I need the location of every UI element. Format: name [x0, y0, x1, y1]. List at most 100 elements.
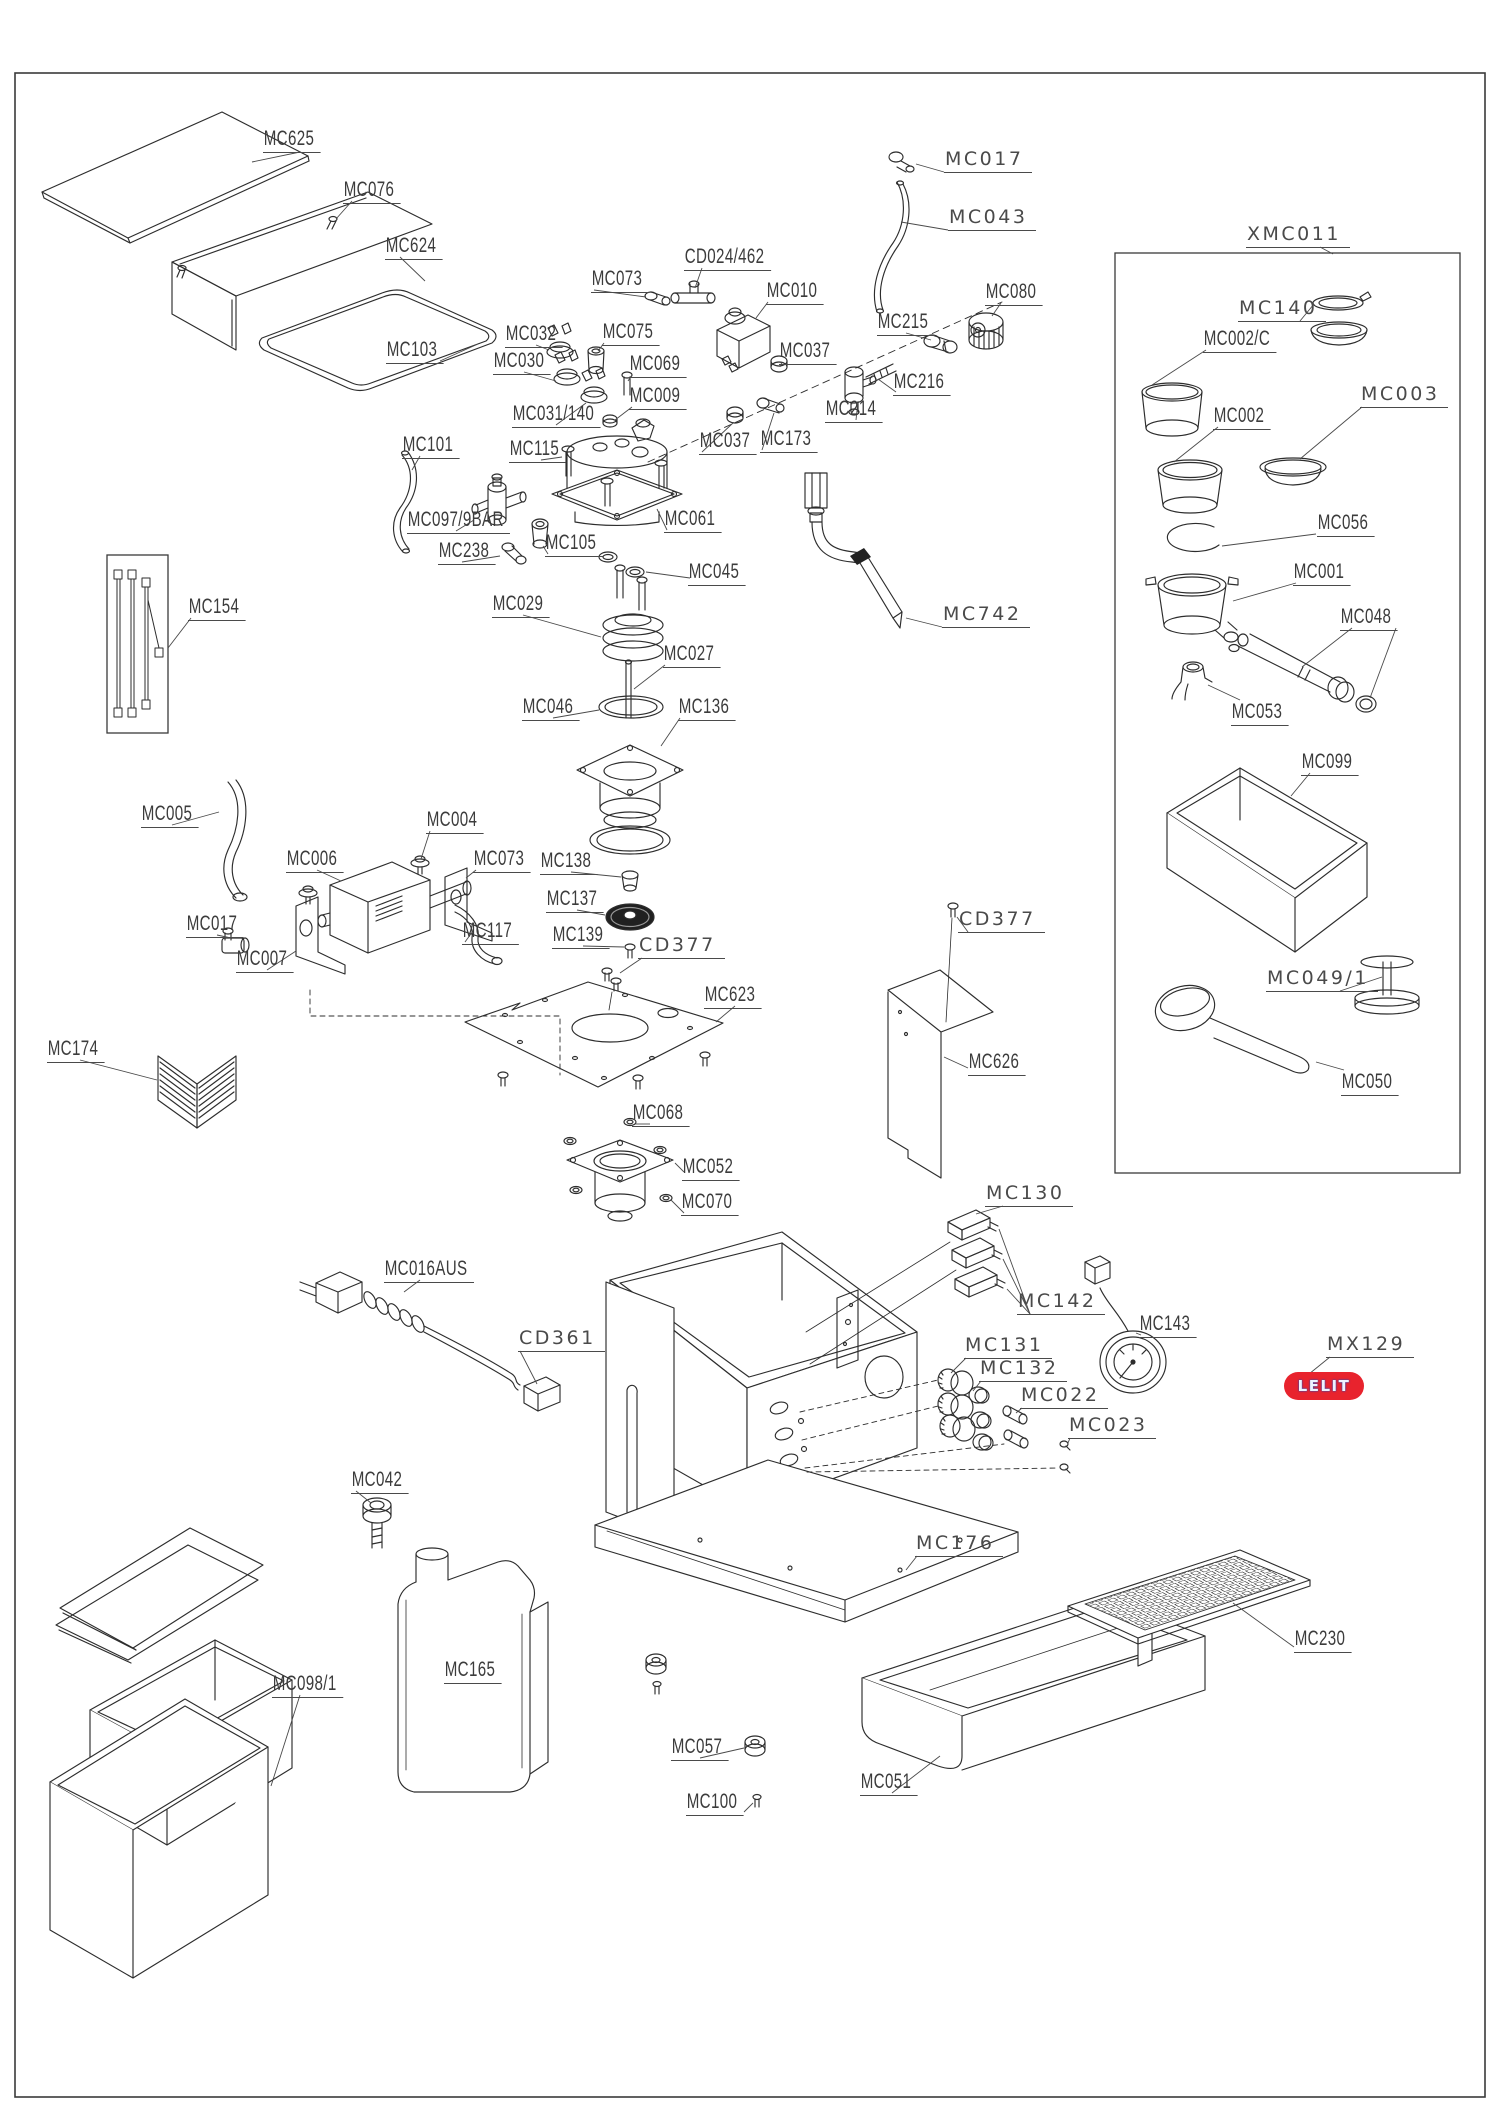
part-label-mc139: MC139	[552, 923, 610, 950]
machine-body-drawing	[605, 1231, 957, 1539]
part-label-mc052: MC052	[682, 1155, 740, 1182]
part-label-mc165: MC165	[444, 1658, 502, 1685]
part-label-mc069: MC069	[629, 352, 687, 379]
part-label-cd377-2: CD377	[958, 909, 1045, 933]
part-label-mc006: MC006	[286, 847, 344, 874]
part-label-mc623: MC623	[704, 983, 762, 1010]
part-label-mc098-1: MC098/1	[272, 1672, 344, 1699]
part-label-mc142: MC142	[1017, 1291, 1106, 1315]
part-label-mc173: MC173	[760, 427, 818, 454]
sheet-border	[14, 72, 1486, 2098]
part-label-mc216: MC216	[893, 370, 951, 397]
part-label-cd024-462: CD024/462	[684, 245, 771, 272]
packaging-drawing	[49, 1527, 293, 1979]
controls-drawing	[799, 1209, 1167, 1474]
part-label-mc103: MC103	[386, 338, 444, 365]
part-label-mc070: MC070	[681, 1190, 739, 1217]
part-label-mc046: MC046	[522, 695, 580, 722]
safety-valve-drawing	[471, 473, 549, 565]
drain-tube-drawing	[873, 151, 915, 314]
part-label-mc154: MC154	[188, 595, 246, 622]
part-label-mc742: MC742	[942, 604, 1031, 628]
part-label-mc049-1: MC049/1	[1266, 968, 1378, 992]
part-label-mc143: MC143	[1139, 1312, 1197, 1339]
part-label-mc097-9bar: MC097/9BAR	[407, 508, 511, 535]
part-label-mc005: MC005	[141, 802, 199, 829]
part-label-mc017-2: MC017	[186, 912, 244, 939]
part-label-mc032: MC032	[505, 322, 563, 349]
part-label-mc045: MC045	[688, 560, 746, 587]
part-label-mc176: MC176	[915, 1533, 1004, 1557]
part-label-mc004: MC004	[426, 808, 484, 835]
part-label-mc042: MC042	[351, 1468, 409, 1495]
part-label-cd361: CD361	[518, 1328, 605, 1352]
part-label-mc174: MC174	[47, 1037, 105, 1064]
part-label-mc068: MC068	[632, 1101, 690, 1128]
part-label-mc076: MC076	[343, 178, 401, 205]
part-label-mc037: MC037	[779, 339, 837, 366]
part-label-mc031-140: MC031/140	[512, 402, 601, 429]
part-label-mc115: MC115	[509, 437, 566, 464]
part-label-mc010: MC010	[766, 279, 824, 306]
part-label-mc215: MC215	[877, 310, 935, 337]
side-panel-drawing	[887, 902, 994, 1179]
part-label-mc073-2: MC073	[473, 847, 531, 874]
part-label-mc075: MC075	[602, 320, 660, 347]
part-label-mc132: MC132	[979, 1358, 1068, 1382]
part-label-mc073: MC073	[591, 267, 649, 294]
power-cord-drawing	[299, 1271, 561, 1412]
part-label-mc100: MC100	[686, 1790, 744, 1817]
base-frame-drawing	[594, 1459, 1019, 1808]
part-label-mc051: MC051	[860, 1770, 918, 1797]
part-label-mc023: MC023	[1068, 1415, 1157, 1439]
part-label-mc230: MC230	[1294, 1627, 1352, 1654]
part-label-mc050: MC050	[1341, 1070, 1399, 1097]
part-label-mc626: MC626	[968, 1050, 1026, 1077]
part-label-mc238: MC238	[438, 539, 496, 566]
part-label-mc007: MC007	[236, 947, 294, 974]
part-label-mc105: MC105	[545, 531, 603, 558]
parts-linework	[41, 111, 1420, 1979]
part-label-mc002c: MC002/C	[1203, 327, 1277, 354]
part-label-mc017: MC017	[944, 149, 1033, 173]
part-label-mc101: MC101	[402, 433, 460, 460]
part-label-mc037-2: MC037	[699, 429, 757, 456]
top-covers-drawing	[41, 111, 497, 392]
part-label-cd377: CD377	[638, 935, 725, 959]
grille-drawing	[157, 1055, 237, 1129]
drip-tray-drawing	[861, 1549, 1311, 1771]
part-label-mc057: MC057	[671, 1735, 729, 1762]
part-label-mc001: MC001	[1293, 560, 1351, 587]
wiring-loom-drawing	[113, 569, 164, 718]
part-label-mc016aus: MC016AUS	[384, 1257, 474, 1284]
part-label-mx129: MX129	[1326, 1334, 1415, 1358]
part-label-mc030: MC030	[493, 349, 551, 376]
steam-wand-drawing	[804, 472, 903, 629]
water-tank-drawing	[362, 1497, 549, 1793]
shower-filter-drawing	[601, 870, 655, 1011]
group-mount-drawing	[563, 1117, 674, 1222]
part-label-mc138: MC138	[540, 849, 598, 876]
part-label-mc003: MC003	[1360, 384, 1449, 408]
lelit-logo: LELIT	[1284, 1372, 1364, 1400]
part-label-mc131: MC131	[964, 1335, 1053, 1359]
part-label-mc117: MC117	[462, 919, 519, 946]
part-label-mc099: MC099	[1301, 750, 1359, 777]
part-label-mc136: MC136	[678, 695, 736, 722]
part-label-mc027: MC027	[663, 642, 721, 669]
kit-box-xmc011	[1114, 252, 1461, 1174]
kit-contents-drawing	[1141, 291, 1420, 1074]
part-label-mc048: MC048	[1340, 605, 1398, 632]
part-label-mc140: MC140	[1238, 298, 1327, 322]
part-label-xmc011: XMC011	[1246, 224, 1350, 248]
part-label-mc214: MC214	[825, 397, 883, 424]
part-label-mc009: MC009	[629, 384, 687, 411]
tube-mc101-drawing	[393, 450, 418, 554]
part-label-mc625: MC625	[263, 127, 321, 154]
part-label-mc137: MC137	[546, 887, 604, 914]
part-label-mc624: MC624	[385, 234, 443, 261]
heating-element-drawing	[576, 551, 684, 855]
wiring-box-mc154	[106, 554, 169, 734]
